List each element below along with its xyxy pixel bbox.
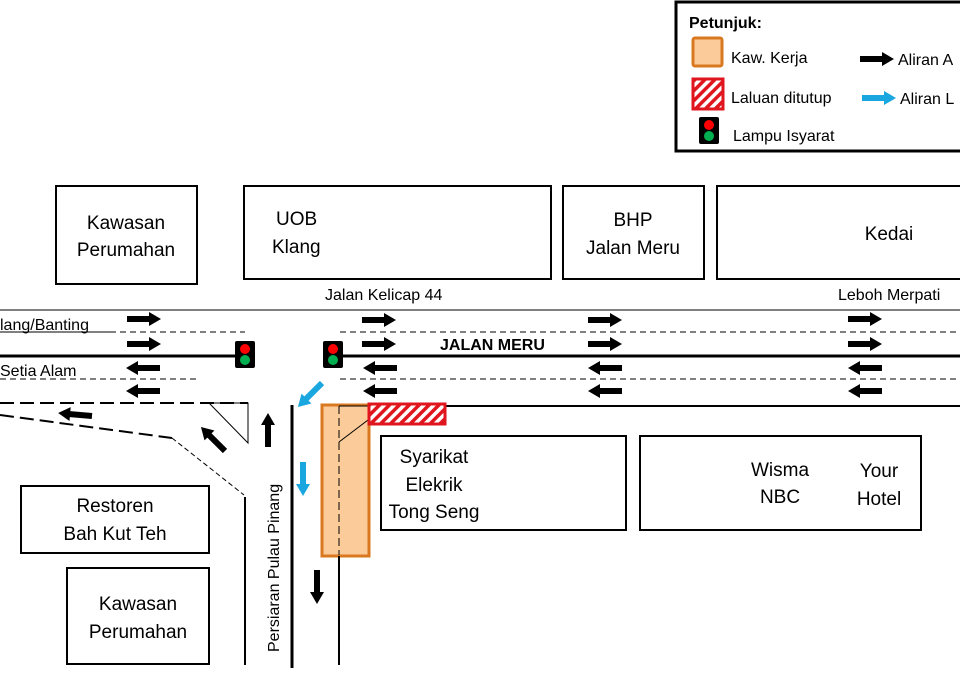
svg-text:Restoren: Restoren <box>76 496 153 517</box>
traffic-light-icon <box>235 341 255 368</box>
road-label-leboh-merpati: Leboh Merpati <box>838 287 940 304</box>
closed-route-swatch <box>691 77 725 111</box>
arrow-right-icon <box>588 313 622 327</box>
arrow-left-icon <box>848 384 882 398</box>
building-syarikat-elekrik: Syarikat Elekrik Tong Seng <box>380 435 627 531</box>
arrow-left-icon <box>57 406 93 423</box>
arrow-up-icon <box>261 413 275 447</box>
arrow-right-icon <box>362 337 396 351</box>
arrow-up-left-icon <box>196 422 230 456</box>
arrow-left-icon <box>126 361 160 375</box>
arrow-left-icon <box>126 384 160 398</box>
legend-flow-blue: Aliran L <box>900 91 954 108</box>
svg-text:UOB: UOB <box>276 209 317 230</box>
arrow-right-icon <box>362 313 396 327</box>
arrow-left-icon <box>363 361 397 375</box>
svg-text:NBC: NBC <box>760 487 800 508</box>
closed-route <box>367 402 447 426</box>
legend-work-zone: Kaw. Kerja <box>731 50 808 67</box>
arrow-left-icon <box>363 384 397 398</box>
arrow-left-icon <box>588 384 622 398</box>
svg-text:Tong Seng: Tong Seng <box>389 502 480 523</box>
building-restoren: Restoren Bah Kut Teh <box>20 485 210 554</box>
building-kedai: Kedai <box>716 185 960 280</box>
road-label-jalan-kelicap: Jalan Kelicap 44 <box>325 287 443 304</box>
road-label-klang-banting: lang/Banting <box>0 317 89 334</box>
arrow-left-icon <box>588 361 622 375</box>
work-zone <box>320 403 371 558</box>
legend-flow-black: Aliran A <box>898 52 953 69</box>
building-uob-klang: UOB Klang <box>243 185 552 280</box>
road-label-setia-alam: Setia Alam <box>0 363 76 380</box>
svg-text:Perumahan: Perumahan <box>89 622 187 643</box>
svg-text:Your: Your <box>860 461 899 482</box>
arrow-right-icon <box>848 312 882 326</box>
svg-text:Elekrik: Elekrik <box>405 475 463 496</box>
building-kawasan-perumahan-2: Kawasan Perumahan <box>66 567 210 665</box>
arrow-right-icon <box>127 337 161 351</box>
svg-text:Syarikat: Syarikat <box>400 447 469 468</box>
building-kawasan-perumahan-1: Kawasan Perumahan <box>55 185 198 285</box>
traffic-light-icon <box>323 341 343 368</box>
building-bhp: BHP Jalan Meru <box>562 185 705 280</box>
legend: Petunjuk: Kaw. Kerja Laluan ditutup Lamp… <box>674 0 960 153</box>
work-zone-swatch <box>691 36 724 68</box>
road-label-persiaran-pulau-pinang: Persiaran Pulau Pinang <box>266 484 283 652</box>
work-zone-lines <box>338 405 369 665</box>
arrow-right-icon <box>127 312 161 326</box>
svg-text:Kawasan: Kawasan <box>99 594 177 615</box>
svg-text:Bah Kut Teh: Bah Kut Teh <box>63 524 166 545</box>
svg-text:Kawasan: Kawasan <box>87 213 165 234</box>
legend-title: Petunjuk: <box>689 15 762 32</box>
legend-closed-route: Laluan ditutup <box>731 90 832 107</box>
svg-text:Klang: Klang <box>272 237 321 258</box>
traffic-light-icon <box>699 117 719 144</box>
svg-text:Kedai: Kedai <box>865 224 914 245</box>
blue-arrow-down-icon <box>296 462 310 496</box>
arrow-right-icon <box>588 337 622 351</box>
arrow-right-icon <box>848 337 882 351</box>
legend-traffic-light: Lampu Isyarat <box>733 128 835 145</box>
svg-text:Perumahan: Perumahan <box>77 240 175 261</box>
svg-text:Jalan Meru: Jalan Meru <box>586 238 680 259</box>
building-wisma-nbc: Wisma NBC Your Hotel <box>639 435 922 531</box>
svg-text:Hotel: Hotel <box>857 489 901 510</box>
road-label-jalan-meru: JALAN MERU <box>440 337 545 354</box>
arrow-down-icon <box>310 570 324 604</box>
arrow-left-icon <box>848 361 882 375</box>
svg-text:Wisma: Wisma <box>751 460 809 481</box>
svg-text:BHP: BHP <box>613 210 652 231</box>
